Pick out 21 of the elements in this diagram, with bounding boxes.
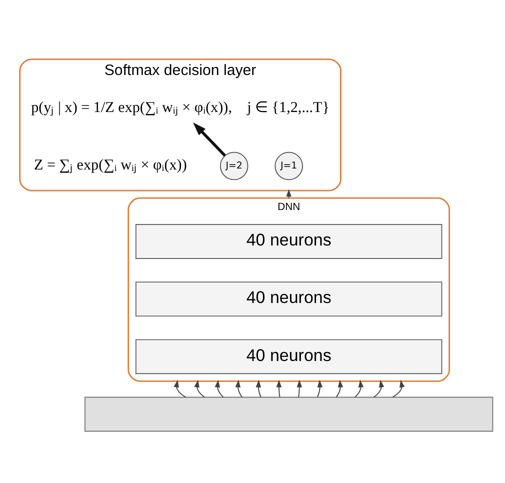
arrow bbox=[276, 380, 282, 398]
node-text: p(yⱼ | x) = 1/Z exp(∑ᵢ wᵢⱼ × φᵢ(x)), j ∈ {1,2,...T} bbox=[31, 100, 330, 116]
node-box: 40 neurons bbox=[135, 224, 442, 259]
arrow bbox=[194, 380, 205, 398]
node-bar bbox=[84, 396, 494, 432]
arrow bbox=[354, 380, 364, 398]
arrow bbox=[193, 122, 226, 157]
arrow bbox=[235, 380, 243, 398]
node-box: 40 neurons bbox=[135, 282, 442, 317]
arrow bbox=[174, 380, 186, 398]
arrow bbox=[336, 380, 344, 398]
arrow bbox=[256, 380, 262, 398]
node-circle: J=2 bbox=[220, 152, 248, 180]
arrow bbox=[373, 380, 384, 398]
arrow bbox=[296, 380, 302, 398]
node-text: Z = ∑ⱼ exp(∑ᵢ wᵢⱼ × φᵢ(x)) bbox=[34, 158, 187, 174]
node-box: 40 neurons bbox=[135, 339, 442, 374]
arrow bbox=[316, 380, 323, 398]
arrow bbox=[392, 380, 405, 398]
arrow bbox=[214, 380, 224, 398]
node-circle: J=1 bbox=[274, 152, 303, 180]
